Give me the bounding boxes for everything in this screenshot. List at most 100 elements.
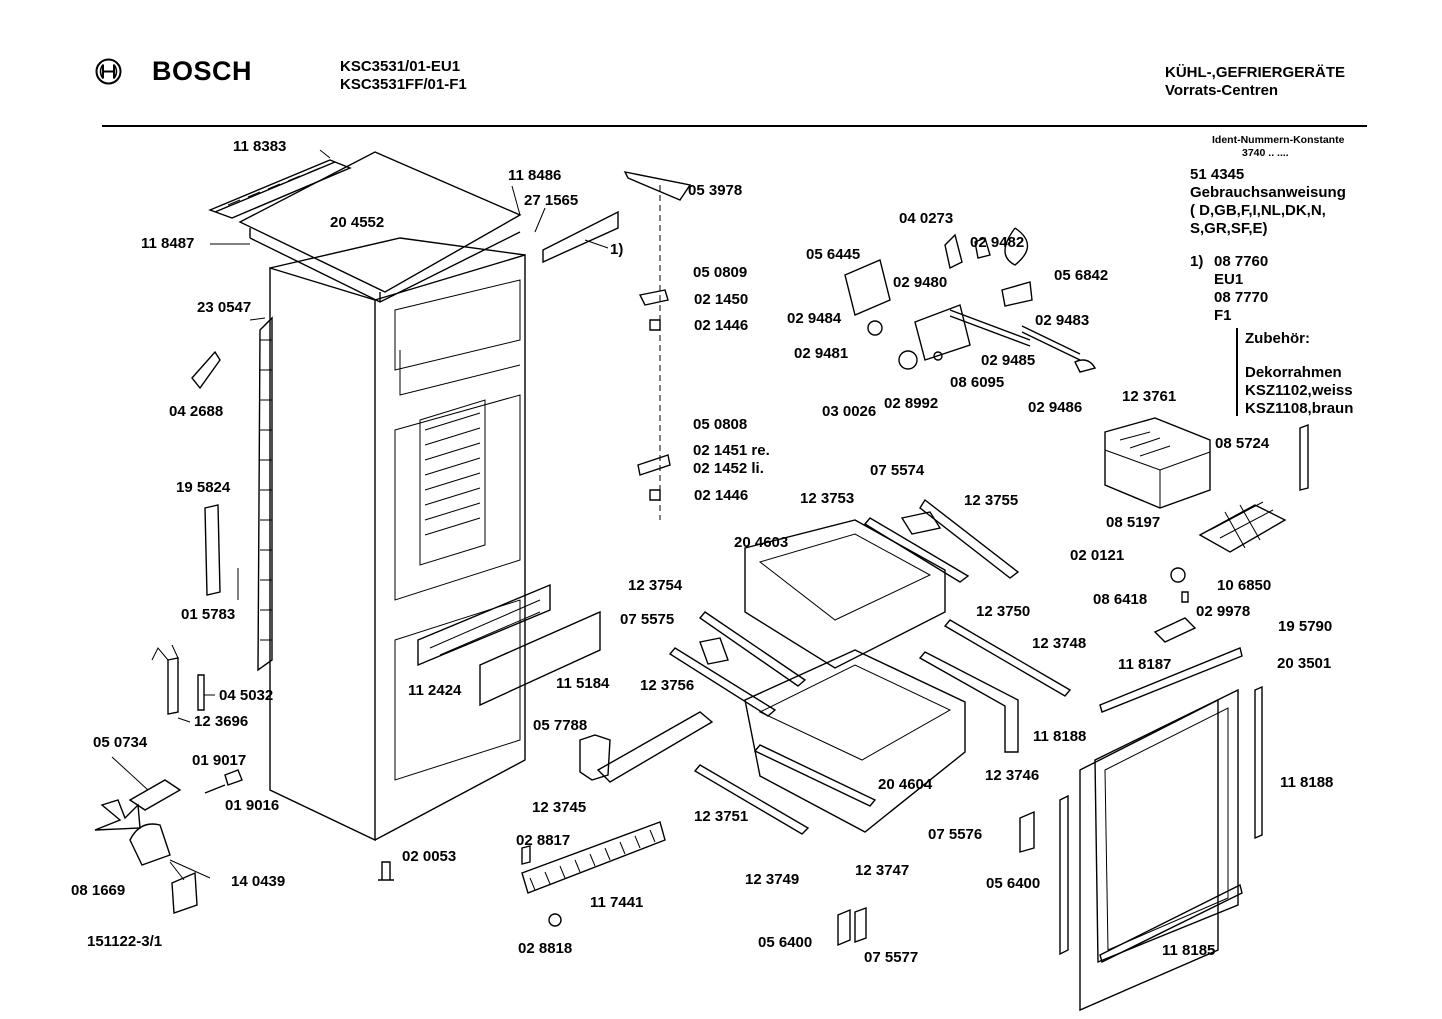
part-label: 12 3748 bbox=[1032, 635, 1087, 652]
part-label: 07 5574 bbox=[870, 462, 925, 479]
part-label: 11 8188 bbox=[1033, 728, 1087, 745]
part-label: 12 3696 bbox=[194, 713, 249, 730]
part-label: 23 0547 bbox=[197, 299, 252, 316]
ident-title: Ident-Nummern-Konstante bbox=[1212, 134, 1345, 146]
part-label: 02 9486 bbox=[1028, 399, 1083, 416]
thermostat-housing bbox=[844, 259, 891, 316]
door-frame bbox=[1079, 698, 1219, 1012]
bosch-logo-icon bbox=[95, 58, 122, 85]
part-label: 02 8818 bbox=[518, 940, 573, 957]
part-label: 05 6445 bbox=[806, 246, 861, 263]
part-label: 02 1450 bbox=[694, 291, 749, 308]
cabinet-body bbox=[269, 267, 376, 842]
part-label: 02 1446 bbox=[694, 317, 749, 334]
part-label: 05 6842 bbox=[1054, 267, 1109, 284]
control-panel bbox=[417, 583, 551, 667]
door-frame-top bbox=[1099, 647, 1243, 713]
door-panel bbox=[1094, 688, 1239, 964]
part-label: 02 1452 li. bbox=[693, 460, 764, 477]
rail-12-3749 bbox=[753, 744, 877, 807]
part-label: 12 3753 bbox=[800, 490, 855, 507]
rail-12-3750 bbox=[943, 619, 1072, 697]
part-label: 02 8992 bbox=[884, 395, 939, 412]
ice-tray-container bbox=[1104, 417, 1211, 509]
part-label: 01 9016 bbox=[225, 797, 280, 814]
part-label: 19 5790 bbox=[1278, 618, 1333, 635]
part-label: 1) bbox=[610, 241, 624, 258]
footnote-line-4: F1 bbox=[1214, 307, 1232, 324]
crisper-frame bbox=[596, 711, 714, 783]
part-label: 12 3746 bbox=[985, 767, 1040, 784]
part-label: 04 5032 bbox=[219, 687, 274, 704]
control-unit bbox=[914, 304, 971, 361]
part-label: 02 9483 bbox=[1035, 312, 1090, 329]
part-label: 20 4552 bbox=[330, 214, 385, 231]
accessory-bar bbox=[1236, 328, 1238, 416]
part-label: 20 3501 bbox=[1277, 655, 1332, 672]
part-label: 07 5575 bbox=[620, 611, 675, 628]
part-label: 12 3750 bbox=[976, 603, 1031, 620]
part-label: 05 0734 bbox=[93, 734, 148, 751]
accessory-heading: Zubehör: bbox=[1245, 330, 1310, 347]
condenser bbox=[257, 316, 273, 672]
part-label: 02 8817 bbox=[516, 832, 571, 849]
part-label: 19 5824 bbox=[176, 479, 231, 496]
top-grille bbox=[208, 159, 352, 219]
part-label: 02 9480 bbox=[893, 274, 948, 291]
part-label: 05 0809 bbox=[693, 264, 748, 281]
part-label: 11 8188 bbox=[1280, 774, 1334, 791]
part-label: 08 5724 bbox=[1215, 435, 1270, 452]
trim-strip bbox=[542, 210, 619, 264]
accessory-line-2: KSZ1102,weiss bbox=[1245, 382, 1353, 399]
part-label: 03 0026 bbox=[822, 403, 877, 420]
part-label: 20 4603 bbox=[734, 534, 789, 551]
part-label: 04 2688 bbox=[169, 403, 224, 420]
foot-screw bbox=[378, 861, 394, 881]
rail-12-3753 bbox=[863, 517, 970, 583]
footnote-line-1: 08 7760 bbox=[1214, 253, 1269, 270]
part-label: 12 3755 bbox=[964, 492, 1019, 509]
part-label: 12 3747 bbox=[855, 862, 910, 879]
ice-scraper bbox=[1299, 423, 1309, 491]
part-label: 12 3751 bbox=[694, 808, 749, 825]
model-number-2: KSC3531FF/01-F1 bbox=[340, 76, 467, 93]
part-label: 14 0439 bbox=[231, 873, 286, 890]
hinge-top bbox=[623, 171, 692, 201]
footnote-line-3: 08 7770 bbox=[1214, 289, 1269, 306]
part-label: 12 3761 bbox=[1122, 388, 1177, 405]
manual-line-3: S,GR,SF,E) bbox=[1190, 220, 1268, 237]
part-label: 08 6095 bbox=[950, 374, 1005, 391]
ice-tray bbox=[1198, 504, 1287, 553]
part-label: 08 6418 bbox=[1093, 591, 1148, 608]
fan-motor bbox=[129, 823, 171, 866]
part-label: 11 8185 bbox=[1162, 942, 1216, 959]
part-label: 11 8487 bbox=[141, 235, 195, 252]
strip-19-5824 bbox=[204, 504, 221, 596]
part-label: 11 8187 bbox=[1118, 656, 1172, 673]
part-label: 27 1565 bbox=[524, 192, 579, 209]
bracket-04-2688 bbox=[191, 350, 221, 390]
manual-line-1: Gebrauchsanweisung bbox=[1190, 184, 1346, 201]
part-label: 02 0121 bbox=[1070, 547, 1125, 564]
category-title: KÜHL-,GEFRIERGERÄTE bbox=[1165, 64, 1345, 81]
part-label: 02 9482 bbox=[970, 234, 1025, 251]
rail-12-3748 bbox=[918, 651, 1019, 753]
rail-12-3756 bbox=[668, 647, 777, 717]
part-label: 12 3745 bbox=[532, 799, 587, 816]
accessory-line-3: KSZ1108,braun bbox=[1245, 400, 1354, 417]
vent-grille bbox=[521, 821, 666, 894]
part-label: 02 1446 bbox=[694, 487, 749, 504]
part-label: 05 3978 bbox=[688, 182, 743, 199]
part-label: 05 7788 bbox=[533, 717, 588, 734]
part-label: 11 5184 bbox=[556, 675, 610, 692]
fan-bracket bbox=[128, 779, 182, 811]
accessory-line-1: Dekorrahmen bbox=[1245, 364, 1342, 381]
part-label: 02 9484 bbox=[787, 310, 842, 327]
part-label: 02 9978 bbox=[1196, 603, 1251, 620]
part-label: 08 5197 bbox=[1106, 514, 1161, 531]
manual-line-2: ( D,GB,F,I,NL,DK,N, bbox=[1190, 202, 1326, 219]
drawer-20-4603 bbox=[744, 519, 946, 669]
part-label: 07 5577 bbox=[864, 949, 919, 966]
drawer-20-4604 bbox=[744, 649, 966, 833]
